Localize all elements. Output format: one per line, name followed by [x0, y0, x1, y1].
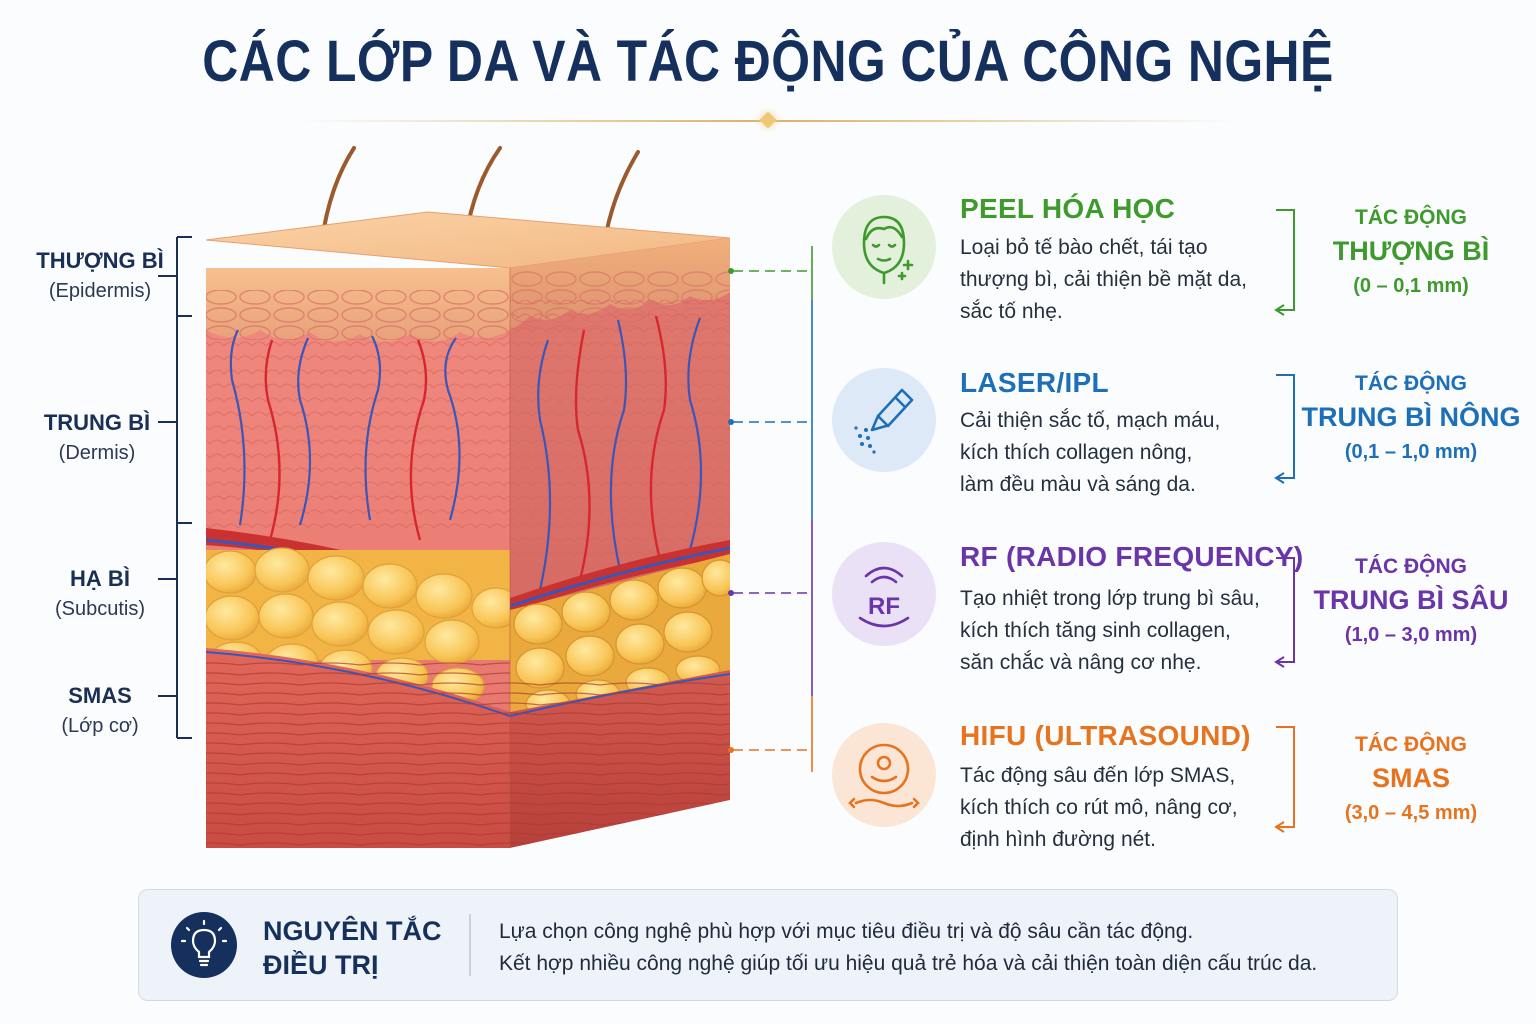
rf-icon: RF [832, 542, 936, 646]
impact-label: TÁC ĐỘNG [1355, 555, 1467, 578]
desc-line: Tạo nhiệt trong lớp trung bì sâu, [960, 587, 1260, 610]
rf-icon-text: RF [868, 593, 900, 620]
layer-label-dermis: TRUNG BÌ (Dermis) [0, 410, 197, 465]
connector-lines [733, 246, 813, 772]
laser-icon [832, 368, 936, 472]
desc-line: Loại bỏ tế bào chết, tái tạo [960, 236, 1208, 259]
principle-text: Lựa chọn công nghệ phù hợp với mục tiêu … [499, 916, 1317, 980]
impact-layer: TRUNG BÌ SÂU [1313, 585, 1509, 615]
impact-label: TÁC ĐỘNG [1355, 372, 1467, 395]
treatment-principle-box: NGUYÊN TẮC ĐIỀU TRỊ Lựa chọn công nghệ p… [138, 889, 1398, 1001]
principle-title-line: ĐIỀU TRỊ [263, 950, 379, 980]
impact-layer: THƯỢNG BÌ [1332, 236, 1490, 266]
layer-subname: (Lớp cơ) [61, 715, 139, 737]
page-title: CÁC LỚP DA VÀ TÁC ĐỘNG CỦA CÔNG NGHỆ [202, 29, 1334, 94]
desc-line: kích thích tăng sinh collagen, [960, 619, 1231, 642]
tech-name-peel: PEEL HÓA HỌC [960, 193, 1176, 224]
impact-brackets [1274, 209, 1295, 833]
impact-label: TÁC ĐỘNG [1355, 733, 1467, 756]
desc-line: kích thích collagen nông, [960, 441, 1193, 464]
impact-label: TÁC ĐỘNG [1355, 206, 1467, 229]
layer-label-subcutis: HẠ BÌ (Subcutis) [0, 566, 200, 621]
desc-line: làm đều màu và sáng da. [960, 473, 1196, 496]
tech-name-hifu: HIFU (ULTRASOUND) [960, 720, 1251, 751]
layer-name: HẠ BÌ [70, 566, 130, 591]
impact-depth: (0,1 – 1,0 mm) [1344, 441, 1478, 463]
principle-divider [469, 914, 471, 976]
tech-name-rf: RF (RADIO FREQUENCY) [960, 541, 1304, 572]
desc-line: sắc tố nhẹ. [960, 300, 1063, 323]
principle-title-line: NGUYÊN TẮC [263, 916, 442, 946]
principle-line: Lựa chọn công nghệ phù hợp với mục tiêu … [499, 920, 1194, 943]
layer-subname: (Epidermis) [48, 280, 152, 302]
desc-line: Cải thiện sắc tố, mạch máu, [960, 409, 1221, 432]
desc-line: định hình đường nét. [960, 828, 1156, 851]
desc-line: săn chắc và nâng cơ nhẹ. [960, 651, 1202, 674]
impact-rf: TÁC ĐỘNG TRUNG BÌ SÂU (1,0 – 3,0 mm) [1286, 555, 1536, 647]
desc-line: kích thích co rút mô, nâng cơ, [960, 796, 1238, 819]
desc-line: Tác động sâu đến lớp SMAS, [960, 764, 1236, 787]
tech-desc-peel: Loại bỏ tế bào chết, tái tạo thượng bì, … [960, 232, 1290, 328]
impact-layer: SMAS [1371, 763, 1450, 793]
layer-name: SMAS [68, 683, 132, 708]
desc-line: thượng bì, cải thiện bề mặt da, [960, 268, 1247, 291]
face-icon [832, 195, 936, 299]
layer-name: THƯỢNG BÌ [36, 248, 164, 273]
impact-depth: (0 – 0,1 mm) [1353, 275, 1469, 297]
ultrasound-icon [832, 723, 936, 827]
layer-bracket [158, 236, 192, 739]
tech-desc-laser: Cải thiện sắc tố, mạch máu, kích thích c… [960, 405, 1290, 501]
impact-hifu: TÁC ĐỘNG SMAS (3,0 – 4,5 mm) [1286, 733, 1536, 825]
impact-laser: TÁC ĐỘNG TRUNG BÌ NÔNG (0,1 – 1,0 mm) [1286, 372, 1536, 464]
tech-desc-rf: Tạo nhiệt trong lớp trung bì sâu, kích t… [960, 583, 1300, 679]
layer-subname: (Dermis) [58, 442, 136, 464]
impact-depth: (1,0 – 3,0 mm) [1344, 624, 1478, 646]
impact-depth: (3,0 – 4,5 mm) [1344, 802, 1478, 824]
connector-dots [728, 268, 734, 753]
layer-subname: (Subcutis) [54, 598, 146, 620]
principle-title: NGUYÊN TẮC ĐIỀU TRỊ [263, 914, 442, 982]
impact-layer: TRUNG BÌ NÔNG [1301, 402, 1521, 432]
tech-desc-hifu: Tác động sâu đến lớp SMAS, kích thích co… [960, 760, 1290, 856]
lightbulb-icon [171, 912, 237, 978]
layer-label-epidermis: THƯỢNG BÌ (Epidermis) [0, 248, 200, 303]
impact-peel: TÁC ĐỘNG THƯỢNG BÌ (0 – 0,1 mm) [1286, 206, 1536, 298]
layer-label-smas: SMAS (Lớp cơ) [0, 683, 200, 738]
principle-line: Kết hợp nhiều công nghệ giúp tối ưu hiệu… [499, 952, 1318, 975]
tech-name-laser: LASER/IPL [960, 367, 1109, 398]
layer-name: TRUNG BÌ [43, 410, 151, 435]
